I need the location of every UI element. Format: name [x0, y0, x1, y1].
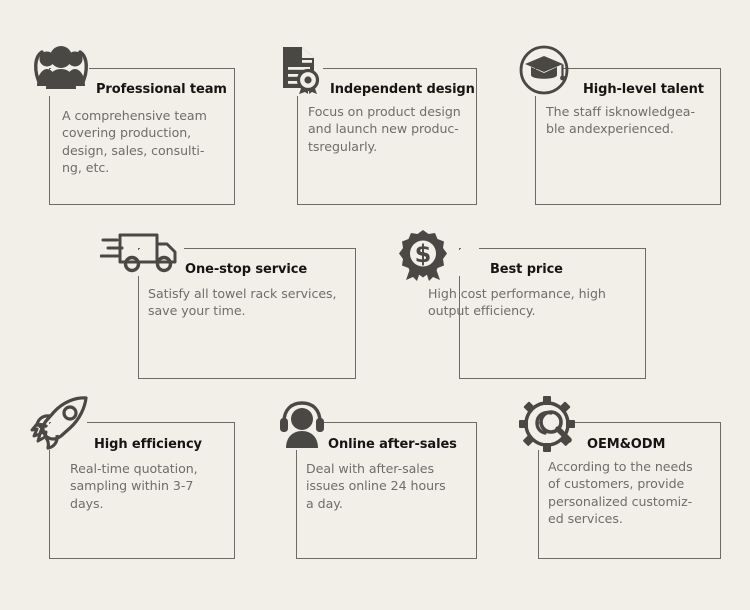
body-line: output efficiency. [428, 303, 536, 319]
rocket-icon [28, 392, 96, 456]
card-title: Professional team [96, 82, 227, 97]
card-title: Independent design [330, 82, 475, 97]
border-gap-mask [455, 250, 461, 276]
border-gap-mask [140, 246, 184, 252]
card-border [49, 68, 235, 205]
body-line: of customers, provide [548, 476, 685, 492]
body-line: issues online 24 hours [306, 478, 446, 494]
delivery-truck-icon [100, 228, 182, 278]
graduation-cap-icon [518, 44, 570, 96]
card-border [297, 68, 477, 205]
card-body: According to the needs of customers, pro… [548, 458, 693, 528]
card-body: Satisfy all towel rack services, save yo… [148, 285, 337, 320]
card-body: High cost performance, high output effic… [428, 285, 606, 320]
headset-support-icon [276, 398, 328, 450]
body-line: The staff isknowledgea- [546, 104, 695, 119]
body-line: Satisfy all towel rack services, [148, 286, 337, 301]
body-line: tsregularly. [308, 138, 378, 154]
body-line: A comprehensive team [62, 108, 207, 123]
border-gap-mask [540, 420, 568, 426]
body-line: Focus on product design [308, 104, 461, 119]
body-line: ng, etc. [62, 160, 110, 176]
border-gap-mask [534, 424, 540, 450]
border-gap-mask [461, 246, 479, 252]
body-line: According to the needs [548, 459, 693, 474]
card-title: One-stop service [185, 262, 308, 277]
certificate-document-icon [278, 42, 328, 94]
body-line: design, sales, consulti- [62, 142, 205, 158]
card-body: The staff isknowledgea- ble andexperienc… [546, 103, 695, 138]
card-border [459, 248, 646, 379]
card-border [296, 422, 477, 559]
people-group-icon [30, 42, 92, 94]
card-border [535, 68, 721, 205]
body-line: ed services. [548, 511, 623, 527]
card-title: OEM&ODM [587, 437, 666, 452]
card-title: High-level talent [583, 82, 704, 97]
border-gap-mask [533, 70, 539, 96]
body-line: save your time. [148, 303, 246, 319]
border-gap-mask [51, 66, 89, 72]
card-title: High efficiency [94, 437, 202, 452]
body-line: Real-time quotation, [70, 461, 198, 476]
card-body: Real-time quotation, sampling within 3-7… [70, 460, 198, 512]
card-title: Online after-sales [328, 437, 457, 452]
dollar-badge-icon: $ [396, 228, 450, 284]
body-line: High cost performance, high [428, 286, 606, 301]
card-border [138, 248, 356, 379]
border-gap-mask [51, 420, 87, 426]
card-body: Focus on product design and launch new p… [308, 103, 461, 155]
body-line: days. [70, 495, 104, 511]
card-body: A comprehensive team covering production… [62, 107, 207, 177]
card-body: Deal with after-sales issues online 24 h… [306, 460, 446, 512]
body-line: personalized customiz- [548, 493, 693, 509]
body-line: covering production, [62, 125, 192, 141]
body-line: a day. [306, 495, 343, 511]
body-line: sampling within 3-7 [70, 478, 194, 494]
card-border [49, 422, 235, 559]
svg-text:$: $ [415, 240, 432, 268]
body-line: and launch new produc- [308, 121, 459, 137]
body-line: Deal with after-sales [306, 461, 434, 476]
card-title: Best price [490, 262, 563, 277]
gear-magnifier-icon [518, 395, 576, 453]
body-line: ble andexperienced. [546, 121, 674, 137]
card-border [538, 422, 721, 559]
